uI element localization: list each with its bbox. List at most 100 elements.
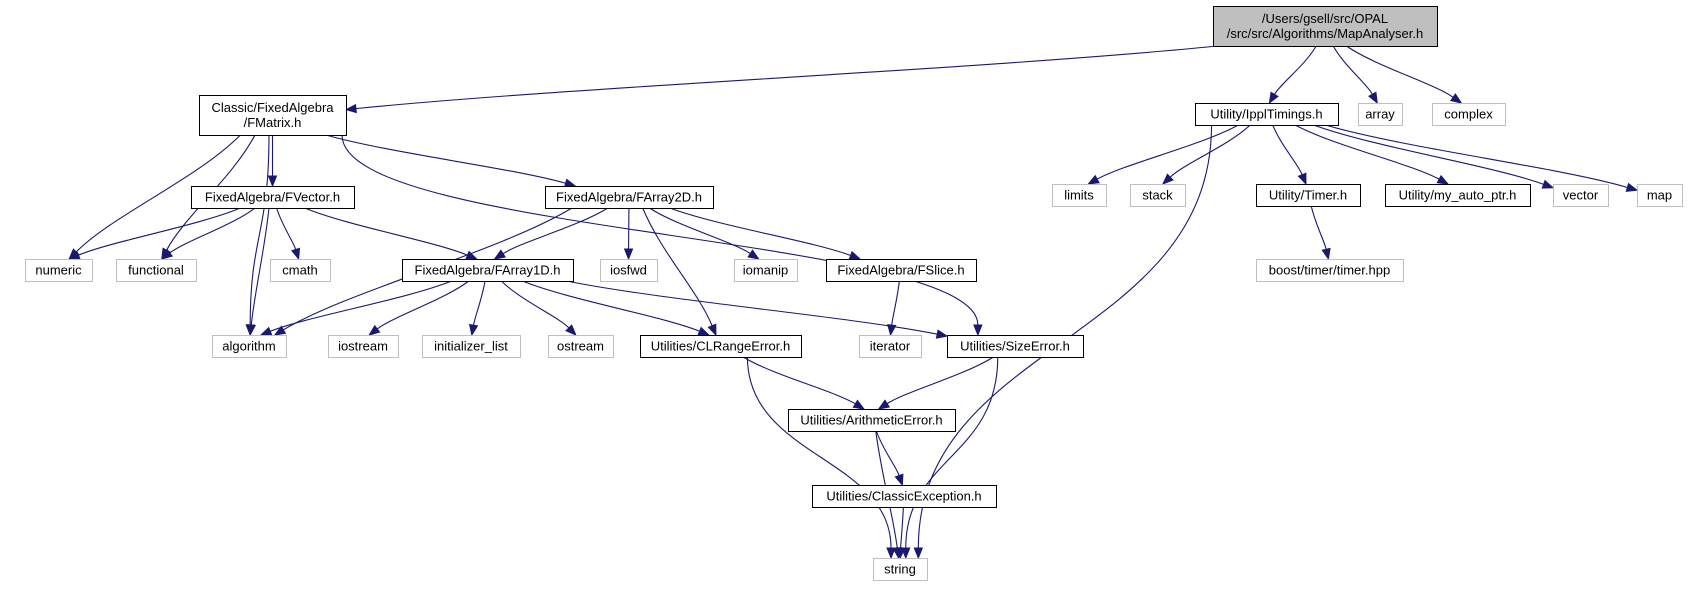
arrowhead (1321, 247, 1331, 261)
node-label: /FMatrix.h (244, 115, 302, 130)
arrowhead (67, 250, 81, 260)
node-label: initializer_list (434, 339, 508, 354)
node-label: vector (1563, 188, 1599, 203)
edge-farray1d-to-sizeerror (566, 280, 949, 339)
node-label: iostream (338, 339, 388, 354)
node-box (1256, 184, 1361, 207)
edge-line (1313, 124, 1544, 185)
node-box (859, 335, 922, 358)
edge-sizeerror-to-string (901, 356, 999, 560)
node-initlist: initializer_list (422, 335, 521, 358)
node-root[interactable]: /Users/gsell/src/OPAL/src/src/Algorithms… (1213, 6, 1438, 47)
edge-arithmeticerror-to-classicexception (875, 430, 904, 487)
node-box (25, 259, 93, 282)
node-myautoptr[interactable]: Utility/my_auto_ptr.h (1385, 184, 1531, 207)
node-box (812, 485, 997, 508)
edge-line (1274, 45, 1317, 95)
node-label: numeric (35, 263, 82, 278)
edge-line (325, 134, 566, 184)
arrowhead (747, 249, 760, 260)
node-label: cmath (282, 263, 317, 278)
edge-root-to-complex (1346, 45, 1463, 104)
node-box (328, 335, 399, 358)
node-box (212, 335, 287, 358)
node-iosfwd: iosfwd (600, 259, 658, 282)
edge-line (1096, 124, 1239, 180)
arrowhead (368, 324, 381, 336)
edge-clrangeerror-to-arithmeticerror (742, 356, 866, 410)
node-box (1637, 184, 1683, 207)
node-box (116, 259, 197, 282)
edge-farray2d-to-iosfwd (623, 207, 634, 261)
node-label: Classic/FixedAlgebra (211, 100, 334, 115)
arrowhead (267, 175, 278, 188)
node-label: ostream (557, 339, 604, 354)
node-label: iomanip (743, 263, 789, 278)
node-classicexception[interactable]: Utilities/ClassicException.h (812, 485, 997, 508)
edge-line (649, 207, 751, 254)
node-iostream: iostream (328, 335, 399, 358)
node-label: array (1365, 107, 1395, 122)
arrowhead (493, 249, 506, 260)
node-label: Utility/my_auto_ptr.h (1399, 188, 1517, 203)
edge-line (250, 207, 270, 326)
node-box (1553, 184, 1609, 207)
node-string: string (873, 558, 928, 581)
edge-root-to-array (1332, 45, 1378, 105)
edge-line (1346, 45, 1454, 98)
node-fslice[interactable]: FixedAlgebra/FSlice.h (826, 259, 977, 282)
node-farray2d[interactable]: FixedAlgebra/FArray2D.h (545, 186, 714, 209)
edge-fvector-to-farray1d (304, 207, 478, 260)
node-ippltimings[interactable]: Utility/IpplTimings.h (1195, 103, 1339, 126)
node-farray1d[interactable]: FixedAlgebra/FArray1D.h (402, 259, 574, 282)
arrowhead (1625, 182, 1639, 192)
node-label: complex (1444, 107, 1493, 122)
edge-line (642, 207, 713, 326)
node-fmatrix[interactable]: Classic/FixedAlgebra/FMatrix.h (199, 95, 347, 136)
node-label: Utilities/SizeError.h (960, 339, 1070, 354)
node-box (788, 409, 956, 432)
node-fvector[interactable]: FixedAlgebra/FVector.h (191, 186, 355, 209)
edge-line (900, 506, 904, 549)
node-box (422, 335, 521, 358)
nodes-layer: /Users/gsell/src/OPAL/src/src/Algorithms… (25, 6, 1683, 581)
node-stack: stack (1130, 184, 1186, 207)
node-label: functional (128, 263, 184, 278)
node-label: algorithm (222, 339, 275, 354)
node-label: FixedAlgebra/FVector.h (205, 190, 340, 205)
arrowhead (1161, 173, 1174, 185)
arrowhead (1268, 91, 1279, 105)
node-timer[interactable]: Utility/Timer.h (1256, 184, 1361, 207)
edge-fmatrix-to-fvector (267, 134, 278, 188)
node-box (640, 335, 802, 358)
arrowhead (1449, 93, 1463, 104)
edge-line (566, 280, 938, 335)
node-box (826, 259, 977, 282)
arrowhead (707, 323, 717, 337)
arrowhead (935, 329, 949, 339)
node-box (548, 335, 614, 358)
node-limits: limits (1052, 184, 1107, 207)
node-array: array (1358, 103, 1403, 126)
edge-line (669, 207, 851, 257)
node-label: Utility/Timer.h (1269, 188, 1347, 203)
node-arithmeticerror[interactable]: Utilities/ArithmeticError.h (788, 409, 956, 432)
node-box (1256, 259, 1404, 282)
edge-line (376, 280, 470, 330)
node-clrangeerror[interactable]: Utilities/CLRangeError.h (640, 335, 802, 358)
edge-line (78, 207, 241, 256)
node-cmath: cmath (270, 259, 331, 282)
arrowhead (973, 324, 983, 337)
arrowhead (563, 178, 577, 188)
node-sizeerror[interactable]: Utilities/SizeError.h (947, 335, 1084, 358)
node-label: Utilities/ArithmeticError.h (800, 413, 942, 428)
arrowhead (291, 247, 301, 261)
edge-timer-to-boosttimer (1310, 205, 1331, 261)
edge-fslice-to-iterator (887, 280, 900, 337)
node-box (1432, 103, 1506, 126)
edge-farray2d-to-clrangeerror (642, 207, 717, 337)
node-label: Utilities/CLRangeError.h (651, 339, 790, 354)
node-label: stack (1142, 188, 1173, 203)
edge-line (886, 356, 994, 405)
